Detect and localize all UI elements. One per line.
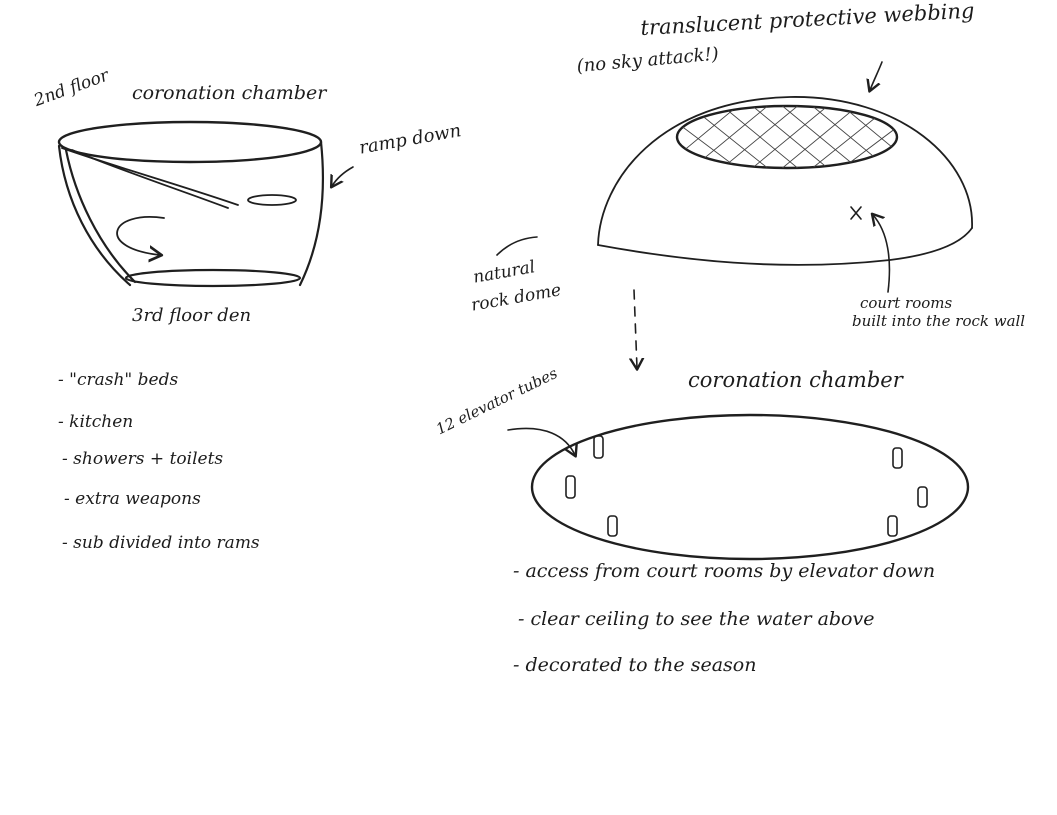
right-chamber-title: coronation chamber [688, 368, 903, 392]
elevator-tube-icon [607, 515, 618, 537]
elevator-tube-icon [565, 475, 576, 499]
chamber-plan-sketch [507, 413, 970, 561]
list-item: - "crash" beds [58, 370, 179, 390]
elevator-tube-icon [917, 486, 928, 508]
den-label: 3rd floor den [132, 305, 252, 326]
list-item: - kitchen [58, 412, 134, 432]
court-rooms-label: court rooms [860, 294, 953, 312]
list-item: - decorated to the season [513, 654, 757, 676]
elevator-tube-icon [887, 515, 898, 537]
list-item: - access from court rooms by elevator do… [513, 560, 936, 582]
court-rooms-label: built into the rock wall [852, 312, 1026, 330]
list-item: - sub divided into rams [62, 533, 260, 553]
list-item: - showers + toilets [62, 449, 224, 469]
list-item: - extra weapons [64, 489, 201, 509]
elevator-tubes [565, 435, 928, 537]
left-chamber-title: coronation chamber [132, 82, 327, 104]
list-item: - clear ceiling to see the water above [518, 608, 875, 630]
elevator-tube-icon [892, 447, 903, 469]
bowl-chamber-sketch [57, 120, 354, 288]
elevator-tube-icon [593, 435, 604, 459]
rock-dome-sketch [496, 61, 973, 368]
